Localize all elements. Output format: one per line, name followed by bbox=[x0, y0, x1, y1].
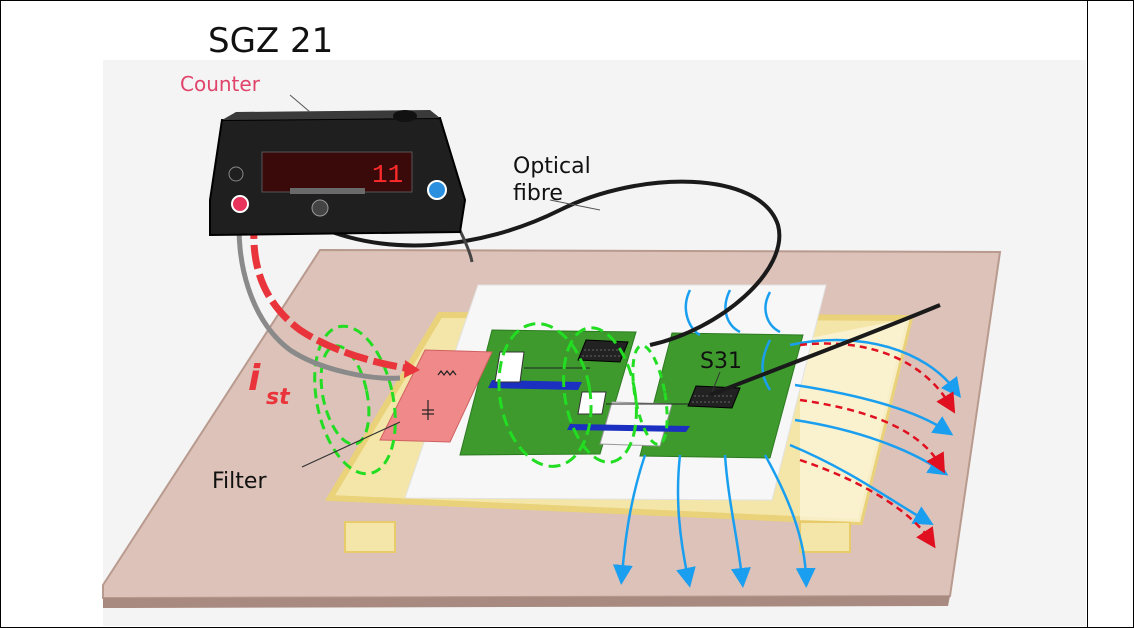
current-label-main: i bbox=[248, 358, 261, 399]
knob-icon bbox=[312, 200, 328, 216]
filter-label: Filter bbox=[212, 469, 267, 494]
probe-label: S31 bbox=[700, 349, 742, 374]
red-terminal-icon bbox=[232, 196, 248, 212]
diagram-title: SGZ 21 bbox=[208, 21, 333, 61]
counter-display-value: 11 bbox=[372, 160, 403, 190]
blue-terminal-icon bbox=[428, 181, 446, 199]
optical-sensor-icon bbox=[688, 386, 740, 408]
optical-fibre-label-line1: Optical bbox=[513, 154, 591, 179]
optical-fibre-label-line2: fibre bbox=[513, 181, 563, 206]
current-label-subscript: st bbox=[266, 385, 291, 410]
counter-label: Counter bbox=[180, 72, 261, 96]
counter-device bbox=[210, 110, 465, 235]
